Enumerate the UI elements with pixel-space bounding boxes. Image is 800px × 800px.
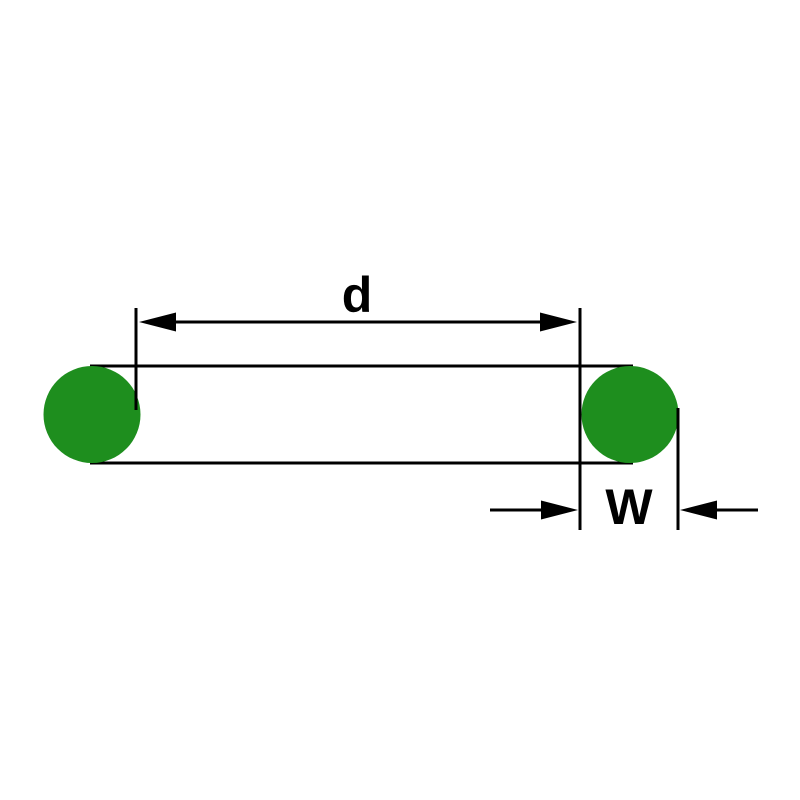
ring-left-cross-section-circle <box>43 366 141 463</box>
width-label: W <box>605 479 653 535</box>
inner-diameter-label: d <box>342 267 373 323</box>
inner-diameter-arrowhead-left <box>139 312 176 332</box>
inner-diameter-arrowhead-right <box>540 312 577 332</box>
ring-right-cross-section-circle <box>581 366 679 463</box>
width-arrowhead-right <box>680 500 717 520</box>
width-arrowhead-left <box>541 500 578 520</box>
